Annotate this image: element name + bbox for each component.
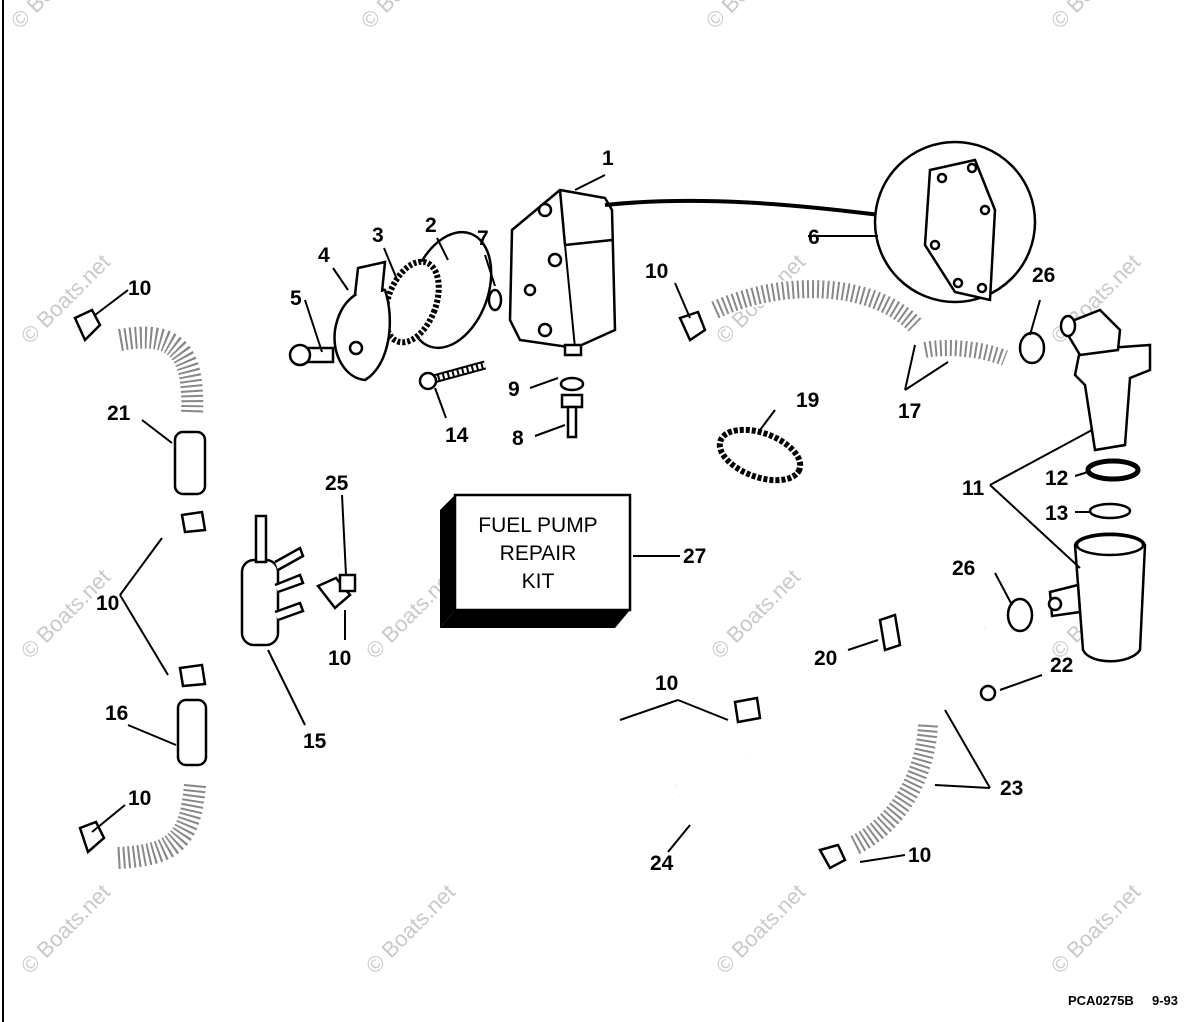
watermark: © Boats.net	[16, 249, 115, 348]
callout-11: 11	[962, 477, 985, 500]
callout-27: 27	[683, 545, 706, 568]
watermark: © Boats.net	[356, 0, 455, 34]
kit-line-3: KIT	[522, 570, 555, 593]
callout-10: 10	[908, 844, 931, 867]
drawing-date: 9-93	[1152, 993, 1178, 1008]
fuel-pump-body	[508, 188, 617, 357]
callout-26: 26	[952, 557, 975, 580]
fuel-fitting	[240, 514, 305, 647]
hoses	[117, 278, 1009, 871]
callout-1: 1	[602, 147, 614, 170]
watermark: © Boats.net	[701, 0, 800, 34]
callout-21: 21	[107, 402, 131, 425]
watermark: © Boats.net	[706, 564, 805, 663]
callout-3: 3	[372, 224, 384, 247]
callout-14: 14	[445, 424, 469, 447]
callout-23: 23	[1000, 777, 1023, 800]
callout-4: 4	[318, 244, 330, 267]
watermark: © Boats.net	[361, 879, 460, 978]
callout-13: 13	[1045, 502, 1068, 525]
pump-cover-assembly	[288, 230, 503, 382]
watermark: © Boats.net	[711, 879, 810, 978]
callout-7: 7	[477, 227, 489, 250]
callout-20: 20	[814, 647, 837, 670]
callout-26: 26	[1032, 264, 1055, 287]
callouts: 1 2 3 4 5 6 7 8 9 10 10 10 10 10 10 10 1…	[96, 147, 1073, 875]
gasket-detail	[604, 140, 1037, 304]
clamps	[73, 308, 1046, 870]
leader-lines	[91, 174, 1093, 863]
watermark: © Boats.net	[1046, 0, 1145, 34]
callout-6: 6	[808, 226, 820, 249]
fuel-filter-assembly	[1047, 308, 1152, 663]
repair-kit-box: FUEL PUMP REPAIR KIT	[440, 493, 632, 628]
filter-screen	[716, 426, 804, 484]
watermark: © Boats.net	[16, 879, 115, 978]
watermark: © Boats.net	[6, 0, 105, 34]
kit-line-1: FUEL PUMP	[478, 514, 597, 537]
callout-17: 17	[898, 400, 921, 423]
callout-10: 10	[645, 260, 668, 283]
kit-line-2: REPAIR	[500, 542, 577, 565]
callout-10: 10	[128, 787, 151, 810]
callout-10: 10	[328, 647, 351, 670]
callout-10: 10	[655, 672, 678, 695]
callout-8: 8	[512, 427, 524, 450]
callout-9: 9	[508, 378, 520, 401]
callout-2: 2	[425, 214, 437, 237]
callout-24: 24	[650, 852, 674, 875]
callout-10: 10	[128, 277, 151, 300]
callout-15: 15	[303, 730, 327, 753]
callout-16: 16	[105, 702, 128, 725]
fitting-screws	[418, 360, 585, 439]
callout-19: 19	[796, 389, 819, 412]
callout-10: 10	[96, 592, 119, 615]
drawing-code: PCA0275B	[1068, 993, 1134, 1008]
callout-25: 25	[325, 472, 349, 495]
callout-12: 12	[1045, 467, 1068, 490]
watermark: © Boats.net	[1046, 879, 1145, 978]
callout-22: 22	[1050, 654, 1073, 677]
callout-5: 5	[290, 287, 302, 310]
